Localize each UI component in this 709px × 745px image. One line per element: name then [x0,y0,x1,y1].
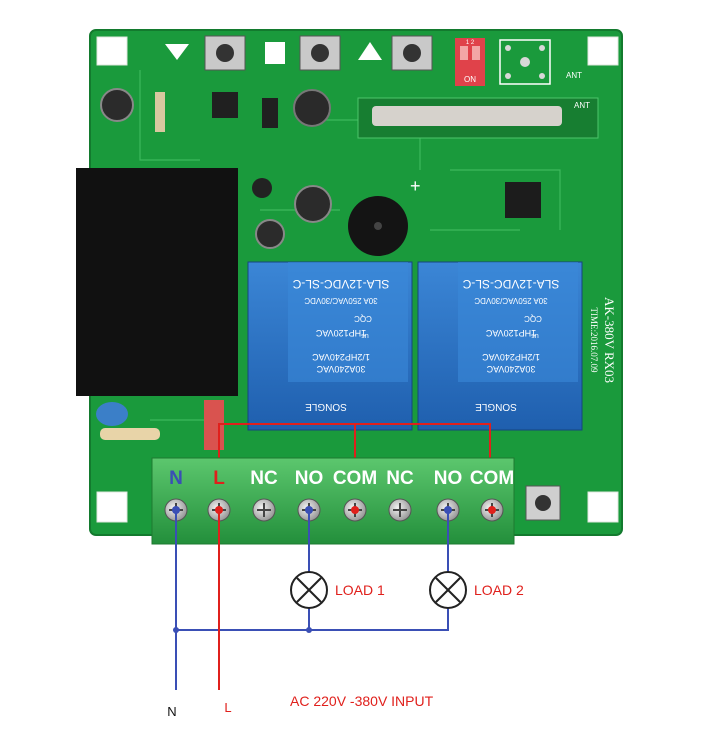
mcu-chip [505,182,541,218]
relay-2-rating-4: 30A 250VAC/30VDC [474,296,547,305]
junction-dot [306,627,312,633]
resistor [155,92,165,132]
terminal-label-com: COM [333,468,377,489]
mounting-holes [96,36,619,523]
supply-l-label: L [224,700,231,715]
date-label: TIME:2016.07.09 [589,308,599,373]
external-wiring [175,510,449,690]
terminal-label-n: N [169,468,183,489]
relay-2-cqc: CQC [524,314,542,323]
relay-2-rating-3: 1HP120VAC [485,328,536,338]
transistor [262,98,278,128]
terminal-screw[interactable] [343,498,367,522]
relay-2-model: SLA-12VDC-SL-C [462,277,559,291]
loads: LOAD 1 LOAD 2 [290,571,524,609]
up-triangle-icon [358,42,382,60]
terminal-screw[interactable] [480,498,504,522]
dip-switch[interactable]: ON 1 2 [455,38,485,86]
relay-1-cqc: CQC [354,314,372,323]
ic-chip [212,92,238,118]
relay-1-model: SLA-12VDC-SL-C [292,277,389,291]
terminal-label-no: NO [295,468,324,489]
capacitor [255,219,285,249]
middle-components [252,178,408,256]
model-label: AK-380V RX03 [602,297,617,383]
down-triangle-icon [165,44,189,60]
square-icon [265,42,285,64]
varistor [96,402,128,426]
relay-1-rating-3: 1HP120VAC [315,328,366,338]
relay-1: 30A240VAC 1/2HP240VAC 1HP120VAC CQC 30A … [247,261,413,431]
power-module [76,168,238,396]
relay-1-brand: SONGLE [305,401,347,412]
relay-2: 30A240VAC 1/2HP240VAC 1HP120VAC CQC 30A … [417,261,583,431]
supply-n-label: N [167,704,176,719]
load-2-label: LOAD 2 [474,582,524,598]
relay-1-rating-1: 30A240VAC [316,364,365,374]
input-voltage-label: AC 220V -380V INPUT [290,693,434,709]
terminal-label-no: NO [434,468,463,489]
relay-1-rating-2: 1/2HP240VAC [312,352,370,362]
push-button-2[interactable] [299,35,341,71]
neutral-load2-wire [309,608,449,631]
reset-button[interactable] [525,485,561,521]
neutral-load1-wire [176,608,310,631]
relay-2-ul: us [531,332,539,339]
sensor [252,178,272,198]
terminal-labels: N L NC NO COM NC NO COM [169,468,514,489]
load-2-lamp-icon [429,571,467,609]
load-1-lamp-icon [290,571,328,609]
dip-on-label: ON [464,75,476,84]
terminal-label-nc: NC [386,468,414,489]
resistor [100,428,160,440]
capacitor [294,185,332,223]
push-button-3[interactable] [391,35,433,71]
terminal-label-l: L [213,468,225,489]
model-marking: AK-380V RX03 TIME:2016.07.09 [589,297,617,383]
upper-components: ANT + [100,88,599,218]
capacitor [100,88,134,122]
junction-dot [173,627,179,633]
plus-marking: + [410,176,421,196]
control-row: ON 1 2 ANT [165,35,582,86]
load-1-label: LOAD 1 [335,582,385,598]
relay-2-rating-2: 1/2HP240VAC [482,352,540,362]
antenna-connector: ANT [499,39,582,85]
rf-module: ANT [357,97,599,139]
relay-1-rating-4: 30A 250VAC/30VDC [304,296,377,305]
dip-number-label: 1 2 [466,40,475,46]
relay-1-ul: us [361,332,369,339]
relay-2-rating-1: 30A240VAC [486,364,535,374]
terminal-label-com: COM [470,468,514,489]
terminal-screw[interactable] [164,498,188,522]
ant-label-top: ANT [566,71,582,80]
terminal-screw[interactable] [388,498,412,522]
relay-2-brand: SONGLE [475,401,517,412]
inductor [293,89,331,127]
ant-label: ANT [574,101,590,110]
terminal-screw[interactable] [252,498,276,522]
push-button-1[interactable] [204,35,246,71]
terminal-label-nc: NC [250,468,278,489]
